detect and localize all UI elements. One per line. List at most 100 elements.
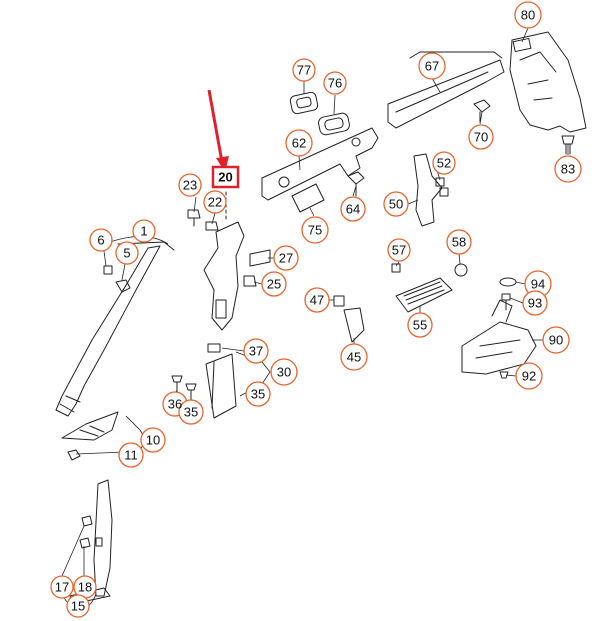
- part-18-clip: [79, 537, 103, 549]
- callout-93-label[interactable]: 93: [528, 296, 542, 311]
- callout-64-circle: [340, 196, 366, 222]
- callout-55-label[interactable]: 55: [413, 318, 427, 333]
- callout-37-circle: [243, 338, 269, 364]
- part-47-clip: [333, 295, 345, 307]
- part-62-hole-2: [351, 137, 361, 147]
- part-50-pillar-trim: [413, 153, 443, 227]
- part-90-trim: [461, 321, 537, 375]
- callout-1-label[interactable]: 1: [140, 224, 147, 239]
- callout-47-label[interactable]: 47: [310, 293, 324, 308]
- part-80-quarter-trim: [509, 31, 587, 133]
- part-92-clip: [499, 371, 509, 379]
- part-76-cover: [318, 112, 350, 136]
- callout-10-circle: [140, 427, 166, 453]
- callout-25-label[interactable]: 25: [267, 277, 281, 292]
- callout-67-label[interactable]: 67: [425, 59, 439, 74]
- callout-45-label[interactable]: 45: [347, 350, 361, 365]
- callout-20-label[interactable]: 20: [218, 170, 232, 185]
- part-77-cover: [289, 91, 319, 115]
- callout-15-label[interactable]: 15: [71, 599, 85, 614]
- leader-17: [61, 525, 85, 577]
- part-outlines: [55, 31, 587, 605]
- callout-6-circle: [89, 228, 113, 252]
- callout-70-label[interactable]: 70: [474, 130, 488, 145]
- callout-47-circle: [304, 287, 330, 313]
- callout-labels: 80 77 76 67 62 70 83 52 20 23 22 64 50 7…: [55, 8, 575, 614]
- callout-5-label[interactable]: 5: [123, 246, 130, 261]
- part-1-a-pillar-trim: [55, 245, 161, 417]
- callout-62-label[interactable]: 62: [292, 136, 306, 151]
- part-36-screw: [171, 375, 183, 393]
- part-20-slot: [215, 299, 227, 319]
- part-77-lens: [296, 96, 312, 109]
- part-67-detail: [395, 51, 503, 113]
- part-80-slot: [512, 37, 532, 53]
- callout-15-circle: [66, 594, 90, 618]
- callout-50-label[interactable]: 50: [389, 197, 403, 212]
- callout-35a-label[interactable]: 35: [184, 405, 198, 420]
- part-17-clip: [81, 515, 93, 527]
- callout-58-circle: [446, 229, 472, 255]
- callout-67-circle: [418, 52, 446, 80]
- leader-58: [458, 253, 461, 265]
- callout-25-circle: [261, 271, 287, 297]
- callout-23-label[interactable]: 23: [183, 178, 197, 193]
- callout-37-label[interactable]: 37: [249, 344, 263, 359]
- callout-36-label[interactable]: 36: [168, 397, 182, 412]
- part-45-panel: [343, 307, 365, 343]
- part-55-grille: [403, 281, 445, 305]
- callout-17-circle: [50, 575, 74, 599]
- part-52-clips: [435, 177, 449, 197]
- callout-35a-circle: [178, 399, 204, 425]
- callout-30-label[interactable]: 30: [277, 365, 291, 380]
- part-64-clip: [347, 171, 365, 197]
- callout-93-circle: [522, 290, 548, 316]
- part-80-edge: [519, 51, 557, 101]
- callout-77-circle: [292, 58, 316, 82]
- part-25-clip: [243, 275, 257, 287]
- arrow-shaft: [207, 89, 224, 163]
- callout-64-label[interactable]: 64: [346, 202, 360, 217]
- callout-11-circle: [118, 442, 144, 468]
- callout-92-label[interactable]: 92: [522, 369, 536, 384]
- callout-10-label[interactable]: 10: [146, 433, 160, 448]
- callout-90-label[interactable]: 90: [549, 333, 563, 348]
- callout-17-label[interactable]: 17: [55, 580, 69, 595]
- leader-94: [515, 281, 526, 285]
- part-30-edge: [211, 361, 215, 409]
- callout-94-label[interactable]: 94: [531, 277, 545, 292]
- leader-75: [309, 207, 315, 217]
- callout-58-label[interactable]: 58: [452, 235, 466, 250]
- callout-76-label[interactable]: 76: [328, 76, 342, 91]
- callout-22-circle: [203, 190, 227, 214]
- callout-35b-circle: [245, 381, 271, 407]
- callout-83-label[interactable]: 83: [561, 162, 575, 177]
- callout-11-label[interactable]: 11: [124, 448, 138, 463]
- leader-70: [479, 111, 483, 125]
- callout-77-label[interactable]: 77: [297, 63, 311, 78]
- callout-27-label[interactable]: 27: [279, 251, 293, 266]
- callout-57-label[interactable]: 57: [392, 243, 406, 258]
- part-94-washer: [499, 277, 517, 287]
- part-93-bolt: [501, 293, 511, 311]
- callout-22-label[interactable]: 22: [208, 195, 222, 210]
- part-35-screw: [185, 383, 197, 401]
- leader-62: [298, 155, 301, 171]
- leader-67: [431, 77, 441, 93]
- callout-75-label[interactable]: 75: [308, 223, 322, 238]
- callout-18-label[interactable]: 18: [78, 580, 92, 595]
- leader-11: [75, 451, 126, 455]
- callout-52-label[interactable]: 52: [437, 156, 451, 171]
- callout-90-circle: [542, 326, 570, 354]
- callouts: [50, 1, 582, 618]
- leader-92: [505, 374, 517, 377]
- callout-80-label[interactable]: 80: [521, 8, 535, 23]
- callout-76-circle: [323, 71, 347, 95]
- callout-35b-label[interactable]: 35: [251, 387, 265, 402]
- part-11-clip: [67, 449, 81, 461]
- leader-93: [509, 297, 524, 304]
- callout-6-label[interactable]: 6: [97, 233, 104, 248]
- callout-23-circle: [178, 173, 202, 197]
